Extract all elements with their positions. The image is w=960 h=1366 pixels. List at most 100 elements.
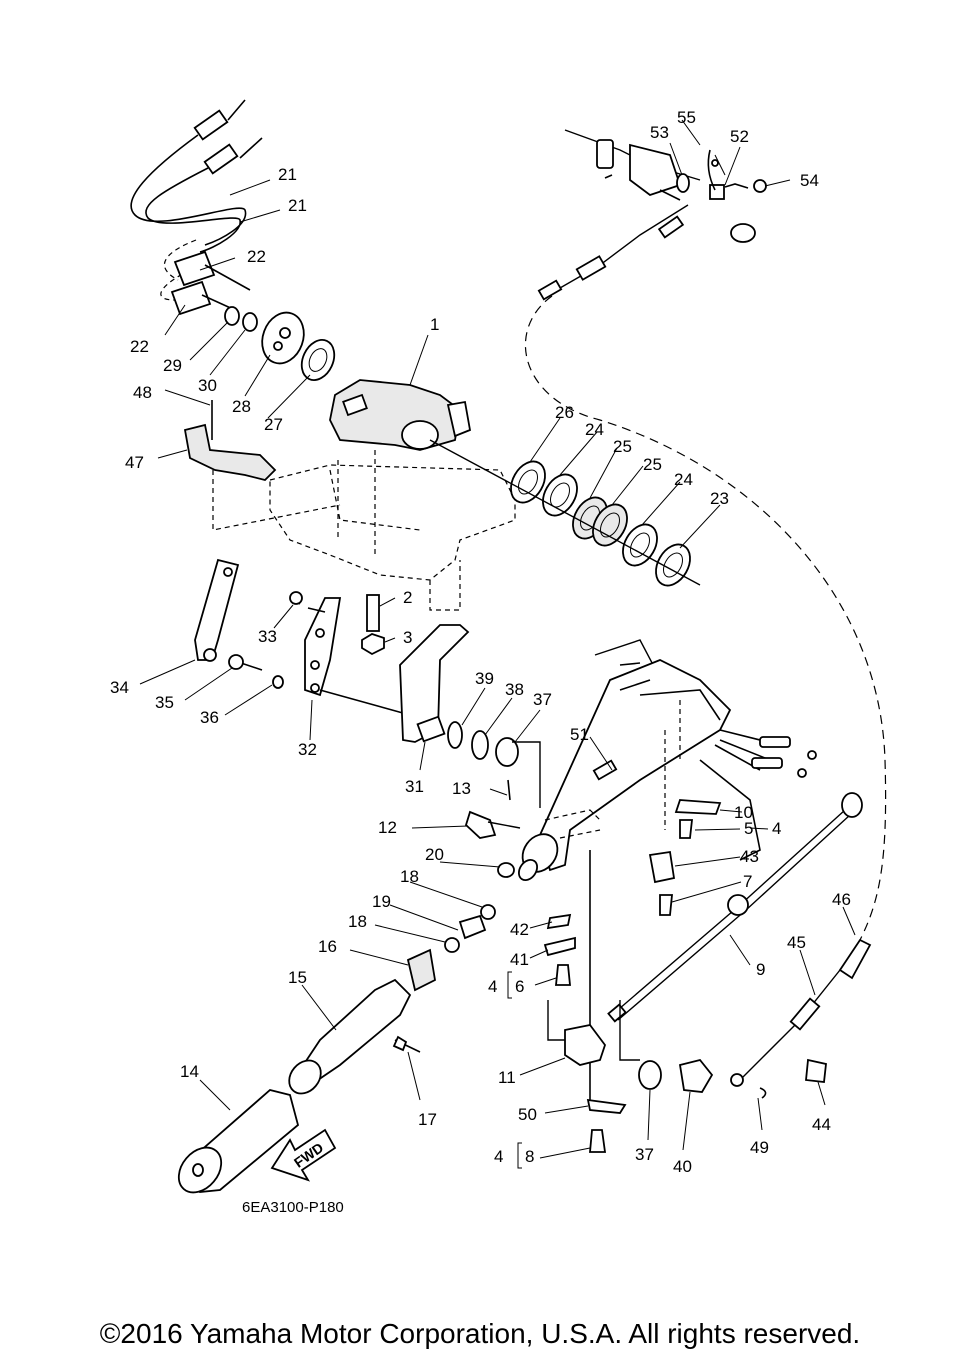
plate-41 [543, 936, 576, 957]
shift-cable-45 [730, 938, 872, 1099]
callout-19: 19 [372, 892, 391, 911]
ring-38 [471, 730, 489, 760]
mount-bracket-outline [269, 464, 516, 611]
bracket-31 [399, 624, 470, 743]
callout-21b: 21 [288, 196, 307, 215]
callout-24b: 24 [674, 470, 693, 489]
callout-26: 26 [555, 403, 574, 422]
callout-46: 46 [832, 890, 851, 909]
callout-55: 55 [677, 108, 696, 127]
callout-41: 41 [510, 950, 529, 969]
callout-15: 15 [288, 968, 307, 987]
callout-13: 13 [452, 779, 471, 798]
callout-28: 28 [232, 397, 251, 416]
callout-49: 49 [750, 1138, 769, 1157]
tape-16 [406, 948, 436, 992]
callout-labels: 1 2 3 4 4 4 5 6 7 8 9 10 11 12 13 14 15 … [110, 108, 851, 1176]
callout-3: 3 [403, 628, 412, 647]
callout-4c: 4 [494, 1147, 503, 1166]
plate-50 [586, 1098, 627, 1114]
leader-lines [139, 119, 856, 1159]
cable-plate [224, 306, 305, 365]
callout-11: 11 [498, 1068, 516, 1087]
callout-35: 35 [155, 693, 174, 712]
bolt-8 [589, 1129, 607, 1153]
callout-30: 30 [198, 376, 217, 395]
bracket-4-6 [507, 971, 512, 999]
callout-32: 32 [298, 740, 317, 759]
bolt-5 [679, 819, 694, 839]
callout-24a: 24 [585, 420, 604, 439]
callout-39: 39 [475, 669, 494, 688]
callout-25b: 25 [643, 455, 662, 474]
callout-14: 14 [180, 1062, 199, 1081]
callout-33: 33 [258, 627, 277, 646]
callout-47: 47 [125, 453, 144, 472]
callout-18a: 18 [400, 867, 419, 886]
callout-29: 29 [163, 356, 182, 375]
callout-40: 40 [673, 1157, 692, 1176]
callout-53: 53 [650, 123, 669, 142]
bracket-4-8 [517, 1142, 522, 1169]
callout-52: 52 [730, 127, 749, 146]
diagram-code: 6EA3100-P180 [242, 1199, 344, 1216]
shift-cable-route [524, 295, 887, 941]
nut-3 [361, 633, 385, 656]
shift-linkage [537, 129, 767, 301]
callout-36: 36 [200, 708, 219, 727]
clip-44 [805, 1058, 827, 1083]
callout-21a: 21 [278, 165, 297, 184]
callout-27: 27 [264, 415, 283, 434]
bolt-6 [555, 964, 571, 986]
callout-6: 6 [515, 977, 524, 996]
callout-9: 9 [756, 960, 765, 979]
washer-stack [429, 439, 701, 587]
callout-42: 42 [510, 920, 529, 939]
callout-20: 20 [425, 845, 444, 864]
throttle-cable-9 [607, 792, 863, 1023]
stud-2 [366, 594, 380, 632]
callout-12: 12 [378, 818, 397, 837]
callout-51: 51 [570, 725, 589, 744]
steering-bracket-1 [329, 379, 472, 555]
bushing-37 [495, 737, 519, 767]
callout-16: 16 [318, 937, 337, 956]
callout-48: 48 [133, 383, 152, 402]
bracket-47 [183, 423, 277, 481]
callout-38: 38 [505, 680, 524, 699]
callout-7: 7 [743, 872, 752, 891]
callout-4a: 4 [772, 819, 781, 838]
callout-25a: 25 [613, 437, 632, 456]
bushing-37-lower [638, 1060, 662, 1090]
callout-37a: 37 [533, 690, 552, 709]
callout-10: 10 [734, 803, 753, 822]
steering-handle-arm [539, 639, 817, 872]
copyright-notice: ©2016 Yamaha Motor Corporation, U.S.A. A… [99, 1318, 861, 1349]
callout-22a: 22 [247, 247, 266, 266]
fitting-40 [678, 1058, 714, 1093]
callout-43: 43 [740, 847, 759, 866]
link-32 [304, 597, 342, 697]
callout-2: 2 [403, 588, 412, 607]
callout-22b: 22 [130, 337, 149, 356]
throttle-cables [130, 99, 263, 316]
bolt-7 [659, 894, 673, 916]
plate-42 [546, 913, 572, 930]
callout-45: 45 [787, 933, 806, 952]
knob-12 [464, 810, 497, 839]
plate-10 [674, 799, 722, 815]
washer-39 [447, 721, 463, 749]
clip-43 [648, 850, 676, 884]
callout-31: 31 [405, 777, 424, 796]
washer-27 [300, 339, 336, 381]
callout-37b: 37 [635, 1145, 654, 1164]
callout-50: 50 [518, 1105, 537, 1124]
callout-34: 34 [110, 678, 129, 697]
callout-17: 17 [418, 1110, 437, 1129]
clamp-11 [564, 1024, 607, 1066]
callout-18b: 18 [348, 912, 367, 931]
callout-23: 23 [710, 489, 729, 508]
callout-5: 5 [744, 819, 753, 838]
throttle-shaft-15 [298, 978, 412, 1084]
